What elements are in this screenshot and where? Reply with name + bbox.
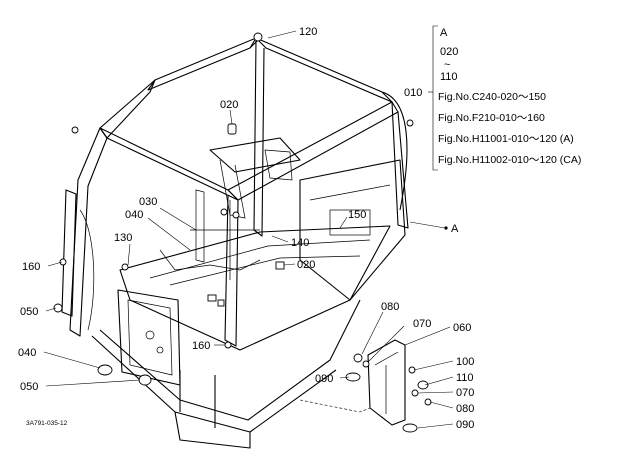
part-label-080-upper: 080 (381, 301, 399, 313)
leader-lines (43, 30, 454, 429)
cabin-frame-drawing (53, 32, 432, 449)
part-label-050-lower: 050 (20, 381, 38, 393)
reference-fig-1: Fig.No.C240-020～150 (438, 91, 546, 103)
part-label-100: 100 (456, 356, 474, 368)
diagram-id: 3A791-035-12 (26, 420, 68, 427)
part-label-090-lower: 090 (456, 419, 474, 431)
reference-fig-2: Fig.No.F210-010～160 (438, 112, 545, 124)
part-label-070-upper: 070 (413, 318, 431, 330)
reference-group-label: 010 (404, 87, 422, 99)
reference-range-end: 110 (440, 71, 458, 83)
part-label-070-lower: 070 (456, 387, 474, 399)
reference-bracket-top: A (440, 27, 448, 39)
part-label-110: 110 (456, 372, 474, 384)
part-label-150: 150 (348, 209, 366, 221)
part-label-050-left: 050 (20, 306, 38, 318)
part-label-020-upper: 020 (220, 99, 238, 111)
part-label-020-lower: 020 (297, 259, 315, 271)
reference-block: 010 A 020 ~ 110 Fig.No.C240-020～150 Fig.… (404, 25, 581, 171)
part-labels: 120 020 030 040 130 140 150 020 160 050 … (18, 26, 474, 431)
reference-range-sep: ~ (444, 59, 450, 71)
part-label-140: 140 (291, 237, 309, 249)
part-label-160-center: 160 (192, 340, 210, 352)
part-label-040-lower: 040 (18, 347, 36, 359)
reference-fig-4: Fig.No.H11002-010～120 (CA) (438, 154, 581, 166)
part-label-080-lower: 080 (456, 403, 474, 415)
part-label-130: 130 (114, 232, 132, 244)
part-label-090-left: 090 (315, 373, 333, 385)
reference-range-start: 020 (440, 46, 458, 58)
part-label-040-upper: 040 (125, 209, 143, 221)
reference-fig-3: Fig.No.H11001-010～120 (A) (438, 133, 574, 145)
part-label-030: 030 (139, 196, 157, 208)
part-label-160-left: 160 (22, 261, 40, 273)
marker-a: A (451, 223, 459, 235)
part-label-120: 120 (299, 26, 317, 38)
part-label-060: 060 (453, 322, 471, 334)
